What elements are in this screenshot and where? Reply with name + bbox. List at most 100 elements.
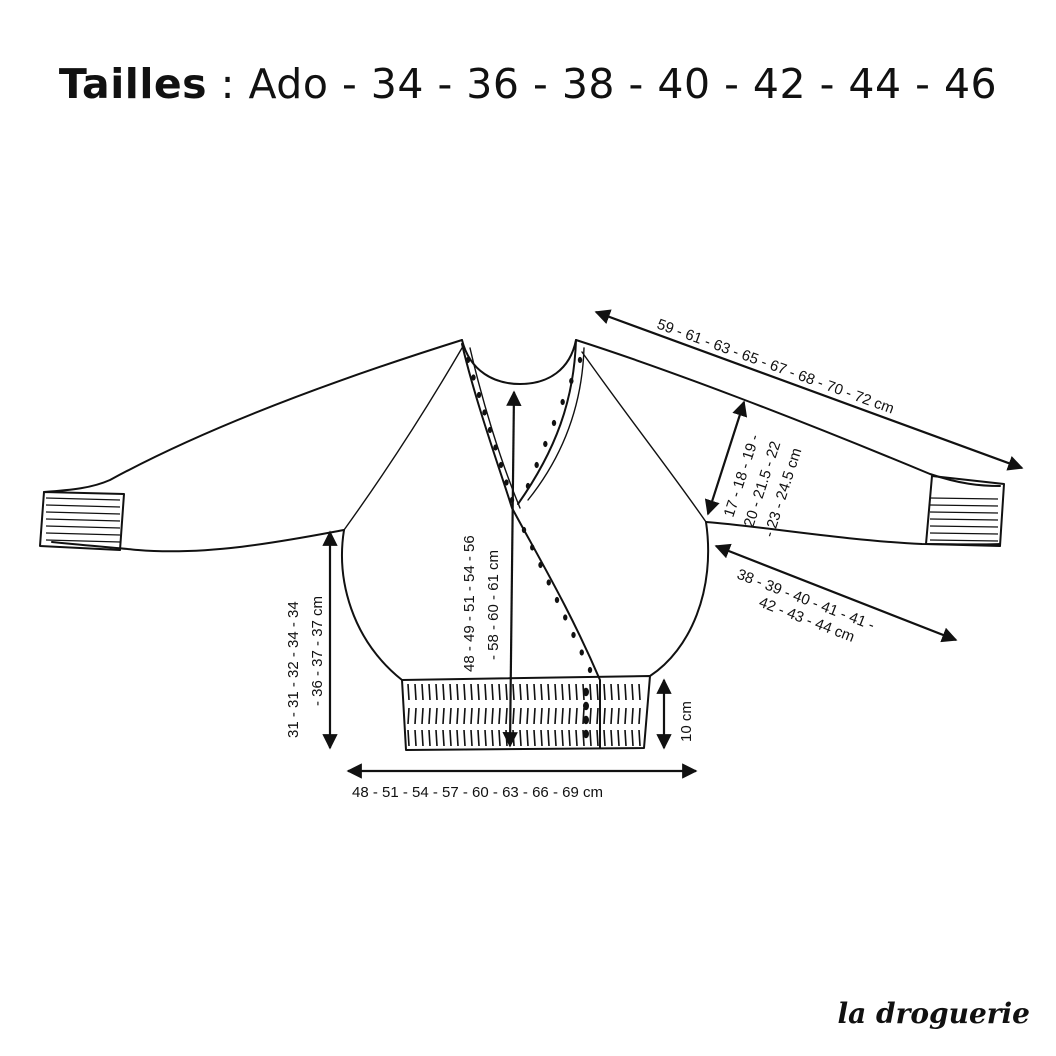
ribbing-stitch xyxy=(533,729,536,747)
armhole-arrow xyxy=(704,400,748,516)
eyelet xyxy=(538,561,543,569)
eyelet xyxy=(521,526,527,534)
ribbing-stitch xyxy=(624,729,627,747)
ribbing-stitch xyxy=(526,683,529,701)
ribbing-stitch xyxy=(533,707,536,725)
eyelet xyxy=(471,374,476,381)
sleeve-length-label: 59 - 61 - 63 - 65 - 67 - 68 - 70 - 72 cm xyxy=(655,316,897,418)
eyelet xyxy=(571,631,576,639)
ribbing-stitch xyxy=(407,683,410,701)
ribbing-stitch xyxy=(603,729,606,747)
ribbing-stitch xyxy=(575,683,578,701)
front-band-right-inner xyxy=(527,347,585,501)
ribbing-stitch xyxy=(540,683,543,701)
ribbing-stitch xyxy=(554,683,557,701)
ribbing-stitch xyxy=(526,729,529,747)
ribbing-stitch xyxy=(596,683,599,701)
ribbing-stitch xyxy=(533,683,536,701)
ribbing-stitch xyxy=(547,683,550,701)
body-length-arrow xyxy=(502,390,522,748)
waist-ribbing xyxy=(401,675,651,751)
underarm-arrow xyxy=(714,543,958,643)
eyelet xyxy=(482,409,487,416)
cuff-stitch xyxy=(929,511,999,514)
ribbing-stitch xyxy=(442,683,445,701)
side-length-label-2: - 36 - 37 - 37 cm xyxy=(309,596,326,706)
cuff-stitch xyxy=(45,525,121,529)
ribbing-stitch xyxy=(449,683,452,701)
left-cuff xyxy=(39,491,125,551)
cuff-stitch xyxy=(45,511,121,515)
ribbing-stitch xyxy=(624,683,627,701)
ribbing-stitch xyxy=(561,683,564,701)
ribbing-stitch xyxy=(589,683,592,701)
ribbing-stitch xyxy=(484,683,487,701)
side-length-label-1: 31 - 31 - 32 - 34 - 34 xyxy=(285,601,302,738)
ribbing-stitch xyxy=(589,707,592,725)
button xyxy=(583,687,589,697)
ribbing-stitch xyxy=(575,729,578,747)
ribbing-stitch xyxy=(463,683,466,701)
ribbing-stitch xyxy=(442,729,445,747)
cuff-stitch xyxy=(929,497,999,500)
cuff-stitch xyxy=(45,539,121,543)
ribbing-stitch xyxy=(638,683,641,701)
ribbing-stitch xyxy=(491,683,494,701)
sleeve-length-arrow xyxy=(594,309,1024,471)
ribbing-stitch xyxy=(603,707,606,725)
ribbing-stitch xyxy=(435,683,438,701)
ribbing-stitch xyxy=(421,707,424,725)
ribbing-stitch xyxy=(456,683,459,701)
ribbing-stitch xyxy=(414,729,417,747)
ribbing-stitch xyxy=(603,683,606,701)
ribbing-stitch xyxy=(491,729,494,747)
eyelet xyxy=(554,596,560,604)
ribbing-stitch xyxy=(449,729,452,747)
ribbing-stitch xyxy=(610,729,613,747)
eyelet xyxy=(487,426,493,434)
ribbing-stitch xyxy=(505,729,508,747)
ribbing-stitch xyxy=(449,707,452,725)
ribbing-stitch xyxy=(631,683,634,701)
ribbing-stitch xyxy=(638,729,641,747)
ribbing-stitch xyxy=(428,707,431,725)
eyelet xyxy=(551,419,557,427)
ribbing-stitch xyxy=(596,729,599,747)
ribbing-stitch xyxy=(561,729,564,747)
ribbing-stitch xyxy=(463,707,466,725)
title-sizes: Ado - 34 - 36 - 38 - 40 - 42 - 44 - 46 xyxy=(248,60,998,108)
title-separator: : xyxy=(207,60,249,108)
ribbing-stitch xyxy=(540,707,543,725)
front-band-right xyxy=(517,339,577,505)
eyelet xyxy=(577,356,583,364)
ribbing-stitch xyxy=(624,707,627,725)
ribbing-stitch xyxy=(540,729,543,747)
ribbing-stitch xyxy=(428,683,431,701)
ribbing-stitch xyxy=(589,729,592,747)
ribbing-stitch xyxy=(477,729,480,747)
title-label: Tailles xyxy=(58,60,208,108)
ribbing-stitch xyxy=(617,683,620,701)
ribbing-stitch xyxy=(575,707,578,725)
cuff-stitch xyxy=(45,532,121,536)
ribbing-stitch xyxy=(442,707,445,725)
eyelet xyxy=(525,482,531,490)
eyelet xyxy=(504,479,509,486)
ribbing-stitch xyxy=(484,729,487,747)
button xyxy=(583,715,589,725)
ribbing-stitch xyxy=(561,707,564,725)
ribbing-stitch xyxy=(519,707,522,725)
ribbing-stitch xyxy=(631,729,634,747)
ribbing-stitch xyxy=(477,707,480,725)
eyelet xyxy=(569,377,574,385)
ribbing-stitch xyxy=(498,729,501,747)
eyelet xyxy=(476,391,482,399)
eyelet xyxy=(530,544,535,551)
ribbing-stitch xyxy=(491,707,494,725)
right-cuff xyxy=(925,475,1005,547)
eyelet xyxy=(560,398,565,406)
ribbing-stitch xyxy=(470,707,473,725)
button xyxy=(583,701,589,711)
cuff-stitch xyxy=(929,518,999,521)
ribbing-stitch xyxy=(407,729,410,747)
